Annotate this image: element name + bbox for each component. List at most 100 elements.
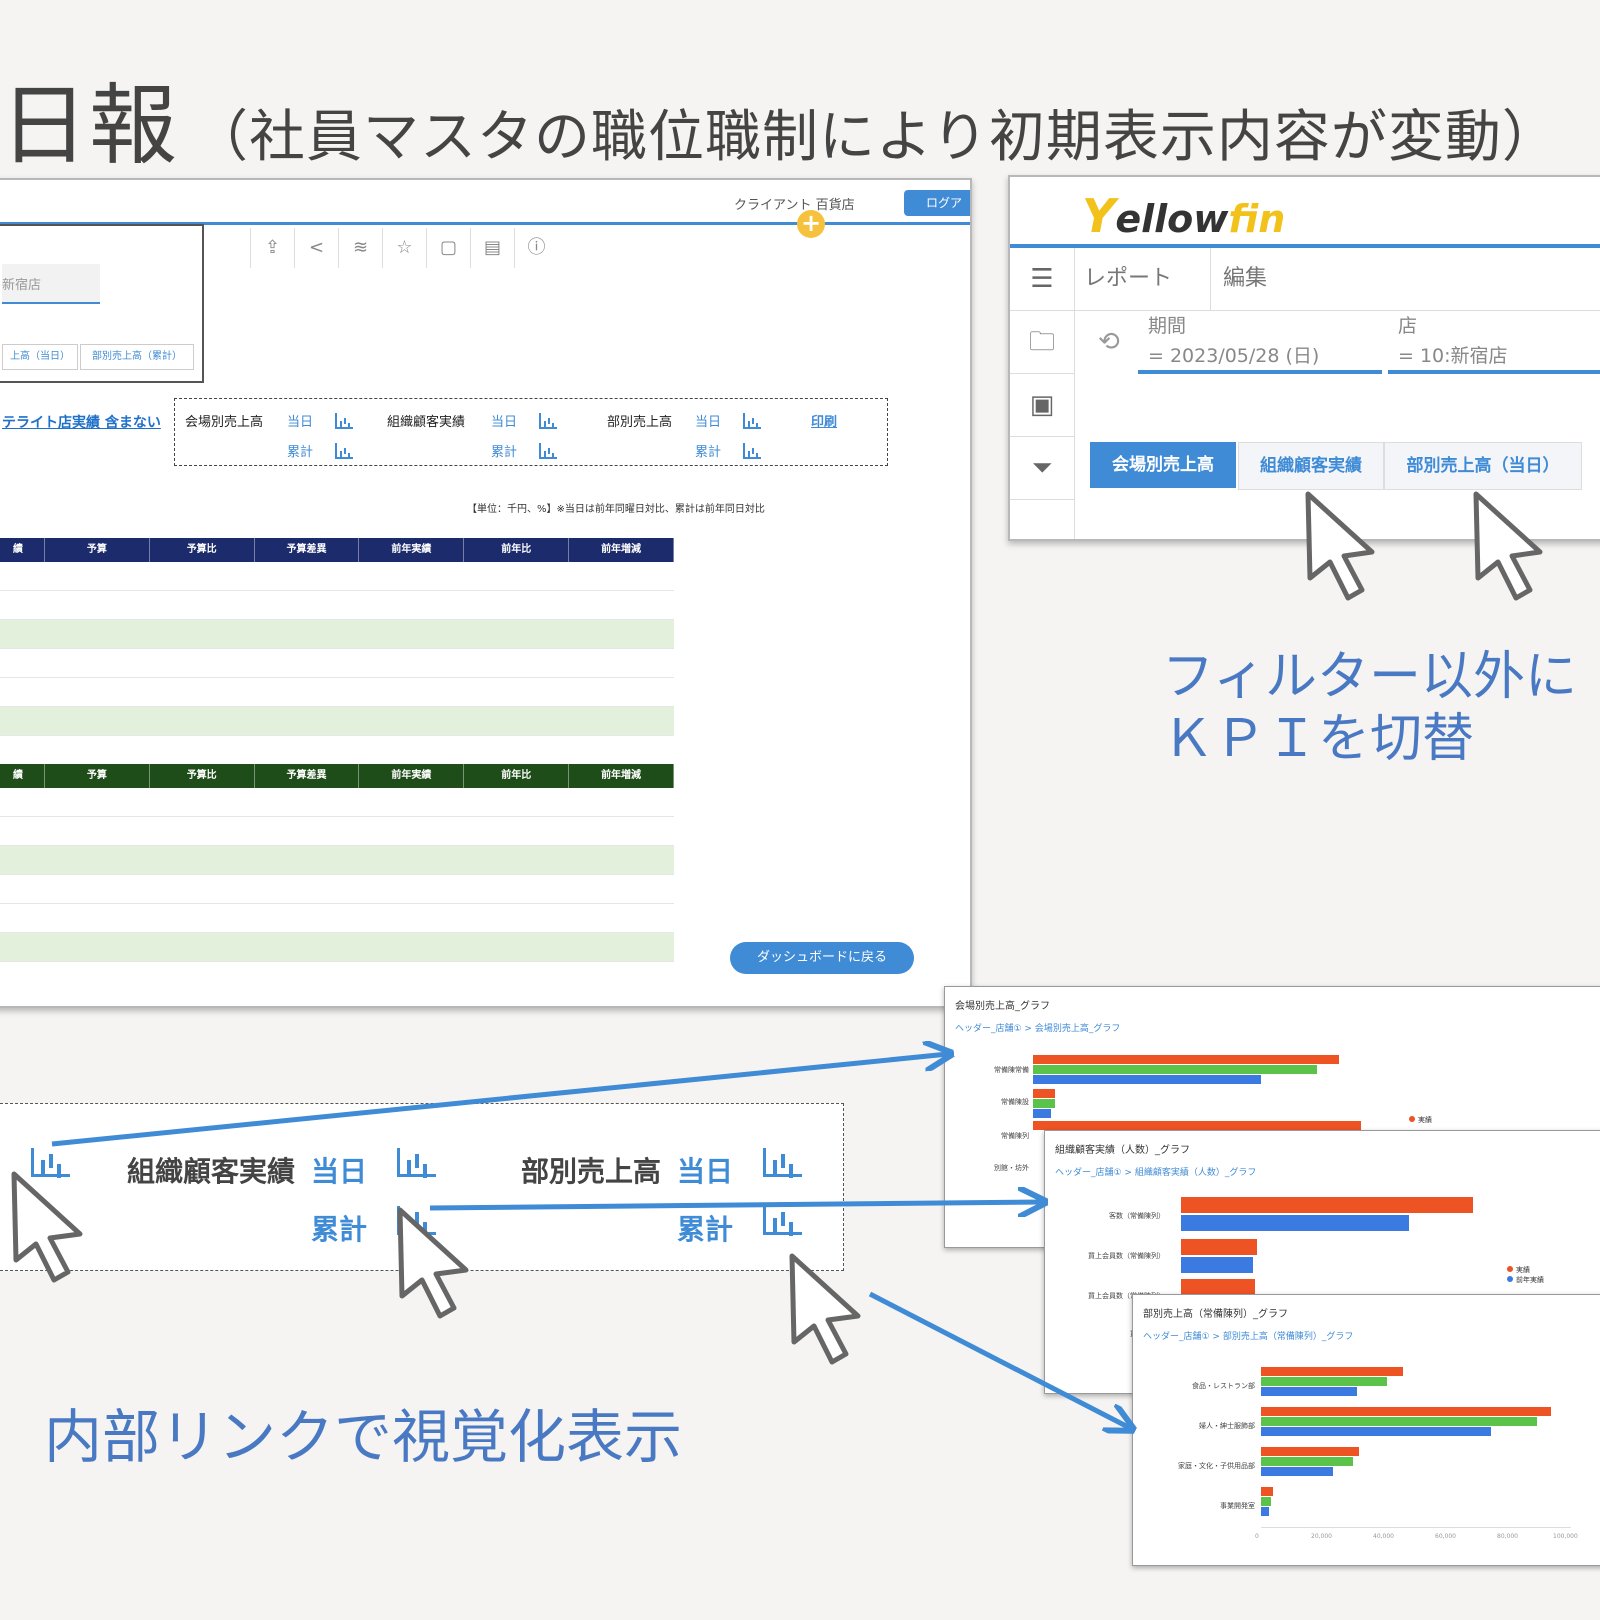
daily-table: 績 予算 予算比 予算差異 前年実績 前年比 前年増減 (0, 538, 674, 736)
col-header: 績 (0, 764, 45, 788)
chart-icon[interactable] (763, 1148, 802, 1184)
chart-icon[interactable] (539, 443, 557, 463)
logout-button[interactable]: ログア (904, 190, 970, 216)
col-header: 予算 (45, 764, 150, 788)
zoom-org-today[interactable]: 当日 (311, 1155, 368, 1188)
print-link[interactable]: 印刷 (811, 415, 838, 430)
legend: 実績 前年実績 (1507, 1265, 1544, 1285)
bar (1033, 1075, 1261, 1084)
table-header: 績 予算 予算比 予算差異 前年実績 前年比 前年増減 (0, 764, 674, 788)
export-icon[interactable]: ⇪ (250, 228, 294, 268)
link-org-cumul[interactable]: 累計 (491, 445, 518, 460)
star-icon[interactable]: ☆ (382, 228, 426, 268)
table-row (0, 817, 674, 846)
filter-store-value[interactable]: = 10:新宿店 (1398, 345, 1508, 367)
col-header: 前年増減 (569, 538, 674, 562)
table-row (0, 562, 674, 591)
popup-button-daily[interactable]: 上高（当日） (2, 344, 78, 370)
add-icon[interactable]: + (797, 210, 825, 238)
popup-button-cumulative[interactable]: 部別売上高（累計） (80, 344, 194, 370)
share-icon[interactable]: < (294, 228, 338, 268)
category-label: 婦人・紳士服飾部 (1199, 1422, 1255, 1430)
folder-icon[interactable]: 🗀 (1010, 311, 1074, 374)
table-row (0, 846, 674, 875)
bar (1181, 1257, 1253, 1273)
yellowfin-logo: Yellowfin (1082, 189, 1286, 243)
link-dept-today[interactable]: 当日 (695, 415, 722, 430)
x-tick: 40,000 (1373, 1533, 1394, 1540)
header-bar (1010, 244, 1600, 248)
category-label: 事業開発室 (1220, 1502, 1255, 1510)
arrow-to-dept-chart (868, 1291, 1130, 1428)
dashboard-screenshot: クライアント 百貨店 ログア + ⇪ < ≋ ☆ ▢ ▤ ⓘ 新宿店 上高（当日… (0, 178, 972, 1008)
chart-icon[interactable] (397, 1148, 436, 1184)
card-breadcrumb[interactable]: ヘッダー_店舗① > 会場別売上高_グラフ (955, 1024, 1121, 1034)
col-header: 績 (0, 538, 45, 562)
bookmark-icon[interactable]: ▣ (1010, 374, 1074, 437)
link-label-venue: 会場別売上高 (185, 415, 264, 430)
tab-venue-sales[interactable]: 会場別売上高 (1090, 442, 1236, 488)
link-box: 会場別売上高 当日 累計 組織顧客実績 当日 累計 部別売上高 当日 累計 印刷 (174, 398, 888, 466)
x-tick: 80,000 (1497, 1533, 1518, 1540)
x-tick: 0 (1255, 1533, 1259, 1540)
chart-icon[interactable] (335, 413, 353, 433)
card-breadcrumb[interactable]: ヘッダー_店舗① > 組織顧客実績（人数）_グラフ (1055, 1168, 1257, 1178)
filter-icon[interactable]: ⏷ (1010, 437, 1074, 500)
caption-internal-link: 内部リンクで視覚化表示 (44, 1403, 683, 1471)
chart-icon[interactable] (335, 443, 353, 463)
rss-icon[interactable]: ≋ (338, 228, 382, 268)
link-venue-today[interactable]: 当日 (287, 415, 314, 430)
hamburger-icon[interactable]: ☰ (1010, 248, 1074, 311)
menu-edit[interactable]: 編集 (1210, 248, 1267, 310)
info-icon[interactable]: ⓘ (514, 228, 558, 268)
category-label: 家庭・文化・子供用品部 (1178, 1462, 1255, 1470)
bar (1033, 1089, 1055, 1098)
chart-icon[interactable] (743, 443, 761, 463)
bar (1261, 1447, 1359, 1456)
chart-icon[interactable] (539, 413, 557, 433)
zoom-org-cumul[interactable]: 累計 (311, 1213, 368, 1246)
store-field[interactable]: 新宿店 (2, 264, 100, 304)
link-dept-cumul[interactable]: 累計 (695, 445, 722, 460)
table-header: 績 予算 予算比 予算差異 前年実績 前年比 前年増減 (0, 538, 674, 562)
card-breadcrumb[interactable]: ヘッダー_店舗① > 部別売上高（常備陳列）_グラフ (1143, 1332, 1354, 1342)
tab-org-customers[interactable]: 組織顧客実績 (1238, 442, 1384, 490)
chart-icon[interactable] (743, 413, 761, 433)
x-tick: 20,000 (1311, 1533, 1332, 1540)
link-org-today[interactable]: 当日 (491, 415, 518, 430)
arrow-to-venue-chart (51, 1054, 948, 1147)
col-header: 予算比 (150, 764, 255, 788)
save-icon[interactable]: ▢ (426, 228, 470, 268)
col-header: 予算差異 (255, 764, 360, 788)
filter-store-label: 店 (1398, 315, 1418, 337)
book-icon[interactable]: ▤ (470, 228, 514, 268)
satellite-link[interactable]: テライト店実績 含まない (2, 415, 161, 431)
category-label: 食品・レストラン部 (1192, 1382, 1255, 1390)
caption-kpi-line2: ＫＰＩを切替 (1162, 709, 1475, 769)
zoom-dept-cumul[interactable]: 累計 (677, 1213, 734, 1246)
zoom-label-org: 組織顧客実績 (127, 1155, 296, 1188)
col-header: 前年実績 (359, 538, 465, 562)
bar (1033, 1099, 1055, 1108)
bar (1033, 1109, 1051, 1118)
back-to-dashboard-button[interactable]: ダッシュボードに戻る (730, 942, 914, 974)
chart-icon[interactable] (31, 1148, 70, 1184)
category-label: 買上会員数（常備陳列） (1088, 1292, 1165, 1300)
link-venue-cumul[interactable]: 累計 (287, 445, 314, 460)
filter-period-value[interactable]: = 2023/05/28 (日) (1148, 345, 1320, 367)
tab-dept-sales[interactable]: 部別売上高（当日） (1384, 442, 1582, 490)
col-header: 前年比 (464, 538, 570, 562)
bar (1261, 1367, 1403, 1376)
yellowfin-panel: Yellowfin ☰ 🗀 ▣ ⏷ レポート 編集 ⟲ 期間 = 2023/05… (1008, 175, 1600, 541)
chart-icon[interactable] (763, 1206, 802, 1242)
x-tick: 100,000 (1553, 1533, 1578, 1540)
col-header: 予算 (45, 538, 150, 562)
table-row (0, 707, 674, 736)
bar (1261, 1407, 1551, 1416)
undo-icon[interactable]: ⟲ (1098, 327, 1120, 357)
bar (1261, 1507, 1269, 1516)
table-row (0, 591, 674, 620)
zoom-dept-today[interactable]: 当日 (677, 1155, 734, 1188)
menu-report[interactable]: レポート (1084, 266, 1173, 291)
yf-sidebar: ☰ 🗀 ▣ ⏷ (1010, 248, 1075, 539)
